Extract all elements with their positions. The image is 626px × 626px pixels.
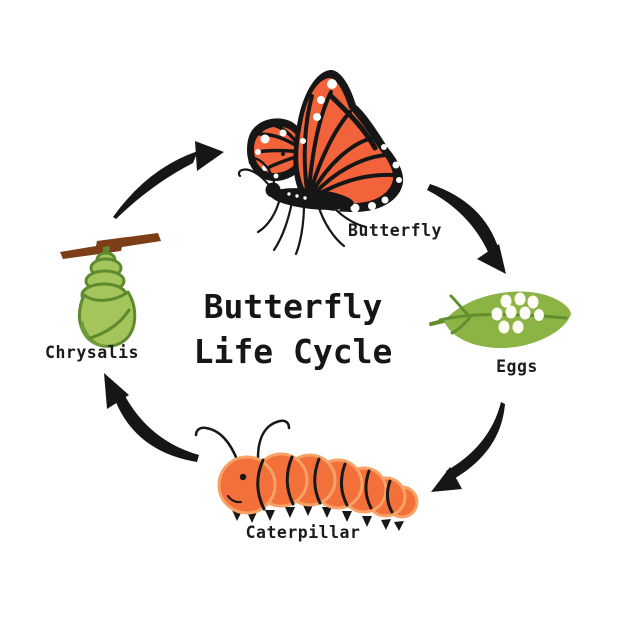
arrow-caterpillar-to-chrysalis-icon [104,373,199,462]
arrow-butterfly-to-eggs-icon [427,184,506,274]
eggs-on-leaf-icon [429,291,571,349]
caterpillar-icon [194,419,419,531]
stage-label-eggs: Eggs [496,357,538,376]
chrysalis-on-branch-icon [60,233,161,348]
arrow-chrysalis-to-butterfly-icon [113,141,224,219]
branch [60,233,161,259]
diagram-title: Butterfly Life Cycle [143,284,443,374]
stage-label-butterfly: Butterfly [348,221,442,240]
arrow-eggs-to-caterpillar-icon [431,402,505,492]
monarch-butterfly-icon [237,69,404,256]
title-line-2: Life Cycle [193,332,393,371]
stage-label-chrysalis: Chrysalis [45,343,139,362]
egg-cluster [491,292,544,334]
stage-label-caterpillar: Caterpillar [245,523,361,542]
caterpillar-legs [232,505,404,531]
caterpillar-eye [239,473,247,481]
title-line-1: Butterfly [203,287,383,326]
